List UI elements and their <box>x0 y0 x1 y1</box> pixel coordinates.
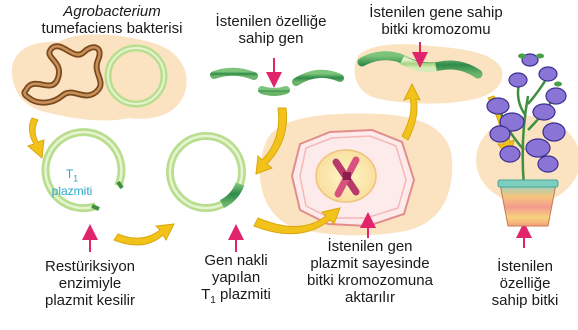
result-label-line3: sahip bitki <box>478 292 572 309</box>
cut-label-line3: plazmit kesilir <box>18 292 162 309</box>
transfer-label-line3: bitki kromozomuna <box>300 272 440 289</box>
plasmid-sub: 1 <box>73 173 78 183</box>
cut-label: Restüriksiyon enzimiyle plazmit kesilir <box>18 258 162 309</box>
recombinant-label: Gen nakli yapılan T1 plazmiti <box>186 252 286 309</box>
inserted-gene-segment <box>222 184 240 204</box>
chromosome-label-line1: İstenilen gene sahip <box>356 4 516 21</box>
flower-pot <box>500 184 556 226</box>
result-label-line1: İstenilen <box>478 258 572 275</box>
cut-label-line2: enzimiyle <box>18 275 162 292</box>
cut-label-line1: Restüriksiyon <box>18 258 162 275</box>
recombinant-label-line1: Gen nakli <box>186 252 286 269</box>
bacterium-label: Agrobacterium tumefaciens bakterisi <box>32 3 192 37</box>
plasmid-word: plazmiti <box>42 185 102 198</box>
transfer-label-line1: İstenilen gen <box>300 238 440 255</box>
chromosome-label-line2: bitki kromozomu <box>356 21 516 38</box>
bacterium-species: tumefaciens bakterisi <box>32 20 192 37</box>
gene-label-line2: sahip gen <box>196 30 346 47</box>
recombinant-label-line3: T1 plazmiti <box>186 286 286 309</box>
recombinant-t: T <box>201 286 210 303</box>
cut-edge-2 <box>92 206 99 209</box>
arrow-bacterium-to-plasmid <box>28 118 44 158</box>
result-label-line2: özelliğe <box>478 275 572 292</box>
transfer-label-line4: aktarılır <box>300 289 440 306</box>
recombinant-label-line2: yapılan <box>186 269 286 286</box>
plasmid-label: T1 plazmiti <box>42 168 102 198</box>
gene-label-line1: İstenilen özelliğe <box>196 13 346 30</box>
arrow-plasmid-to-recombinant <box>114 224 174 245</box>
gene-segment <box>262 90 286 92</box>
recombinant-rest: plazmiti <box>216 286 271 303</box>
transfer-label: İstenilen gen plazmit sayesinde bitki kr… <box>300 238 440 306</box>
transfer-label-line2: plazmit sayesinde <box>300 255 440 272</box>
dna-segment-left <box>214 72 254 76</box>
gene-label: İstenilen özelliğe sahip gen <box>196 13 346 47</box>
dna-segment-right <box>296 74 340 82</box>
bacterium-name: Agrobacterium <box>32 3 192 20</box>
chromosome-label: İstenilen gene sahip bitki kromozomu <box>356 4 516 38</box>
result-label: İstenilen özelliğe sahip bitki <box>478 258 572 309</box>
